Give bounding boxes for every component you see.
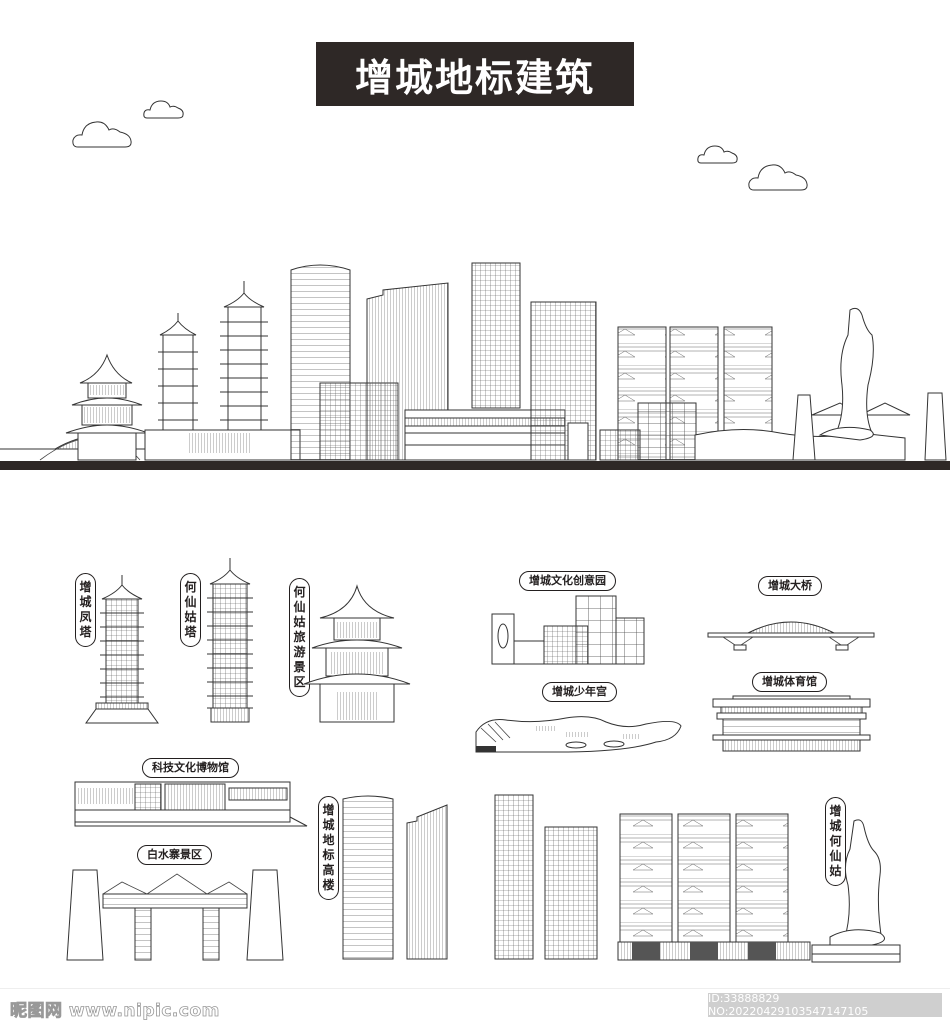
youth-palace-illustration [476, 712, 686, 754]
label-stadium: 增城体育馆 [752, 672, 827, 692]
museum-illustration [75, 782, 307, 828]
cloud-icon [748, 160, 810, 192]
hexiangu-statue-illustration [812, 815, 900, 963]
stadium-illustration [713, 696, 870, 752]
label-statue: 增城何仙姑 [825, 797, 846, 886]
fengta-illustration [86, 575, 158, 725]
hexiangu-pagoda-illustration [205, 558, 255, 723]
landmark-towers-illustration [343, 795, 601, 961]
ground-bar [0, 461, 950, 470]
watermark-text: 昵图网 www.nipic.com [10, 1001, 220, 1022]
image-id-badge: ID:33888829 NO:20220429103547147105 [708, 992, 942, 1018]
residential-towers-illustration [618, 812, 810, 962]
skyline-illustration [0, 255, 950, 465]
bridge-illustration [708, 615, 874, 651]
label-bridge: 增城大桥 [758, 576, 822, 596]
cloud-icon [72, 115, 134, 149]
label-museum: 科技文化博物馆 [142, 758, 239, 778]
cloud-icon [697, 143, 739, 165]
label-youth-palace: 增城少年宫 [542, 682, 617, 702]
label-hexiangu-ta: 何仙姑塔 [180, 573, 201, 647]
label-culture-park: 增城文化创意园 [519, 571, 616, 591]
cloud-icon [143, 98, 185, 120]
label-baishuizhai: 白水寨景区 [137, 845, 212, 865]
label-hexiangu-scenic: 何仙姑旅游景区 [289, 578, 310, 697]
label-towers: 增城地标高楼 [318, 796, 339, 900]
label-fengta: 增城凤塔 [75, 573, 96, 647]
poster-title: 增城地标建筑 [316, 42, 634, 106]
culture-park-illustration [492, 596, 644, 666]
scenic-pavilion-illustration [304, 586, 410, 724]
baishuizhai-gate-illustration [67, 868, 283, 962]
